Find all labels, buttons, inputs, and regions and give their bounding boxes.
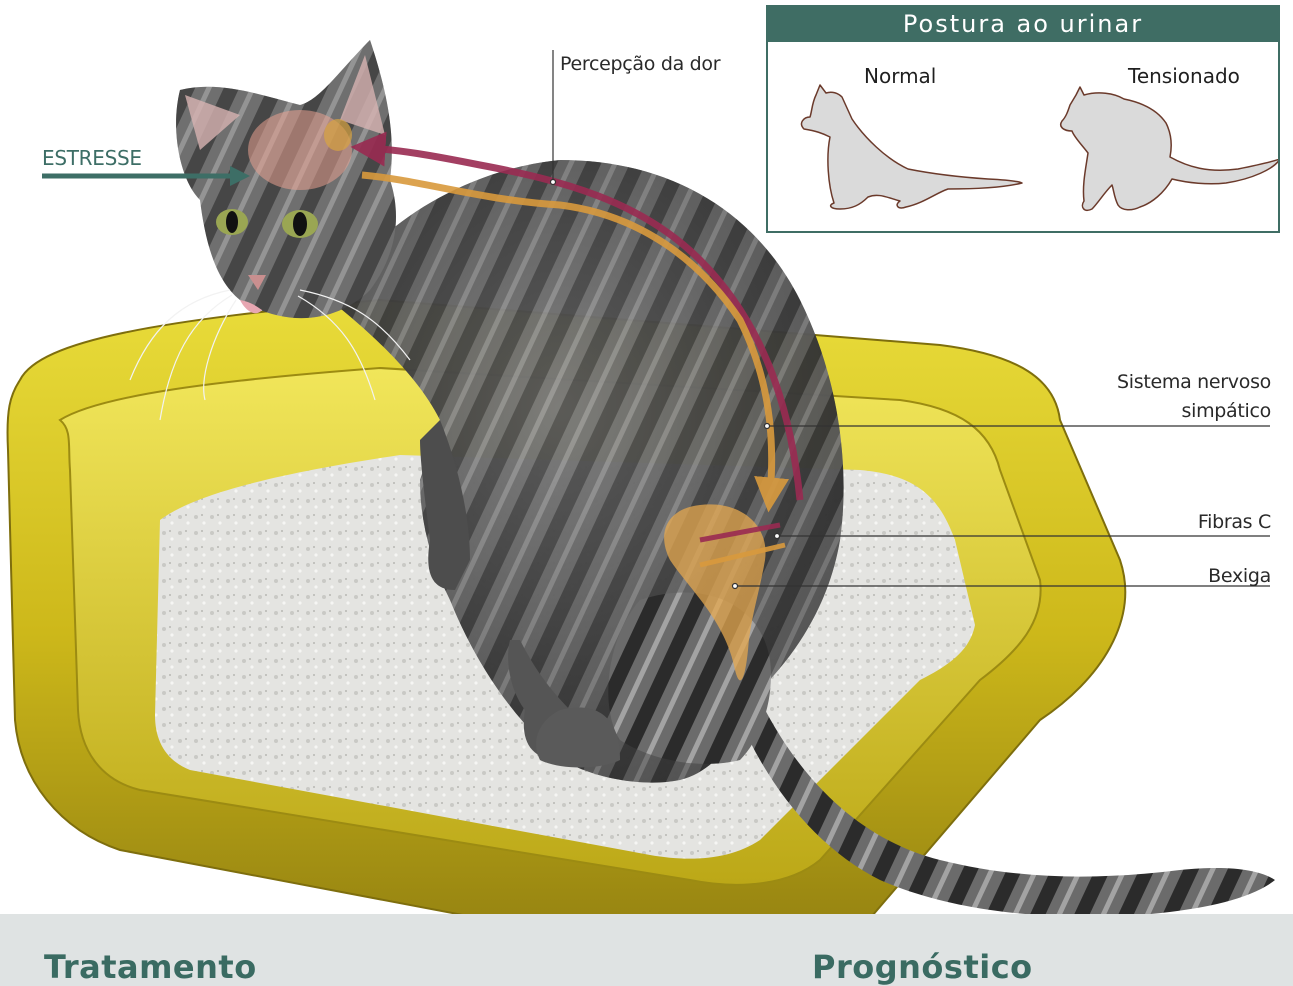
pain-perception-label: Percepção da dor [560, 53, 720, 75]
prognosis-heading: Prognóstico [812, 948, 1033, 986]
normal-posture-cat [802, 85, 1022, 209]
sympathetic-label-line2: simpático [1117, 397, 1271, 426]
treatment-heading: Tratamento [44, 948, 257, 986]
tense-posture-cat [1061, 87, 1278, 210]
bladder-label: Bexiga [1208, 562, 1271, 591]
posture-silhouettes [768, 7, 1278, 231]
c-fibers-label: Fibras C [1198, 508, 1271, 537]
sympathetic-label-line1: Sistema nervoso [1117, 368, 1271, 397]
sympathetic-nervous-system-label: Sistema nervoso simpático [1117, 368, 1271, 426]
posture-panel: Postura ao urinar Normal Tensionado [766, 5, 1280, 233]
stress-label: ESTRESSE [42, 146, 142, 170]
